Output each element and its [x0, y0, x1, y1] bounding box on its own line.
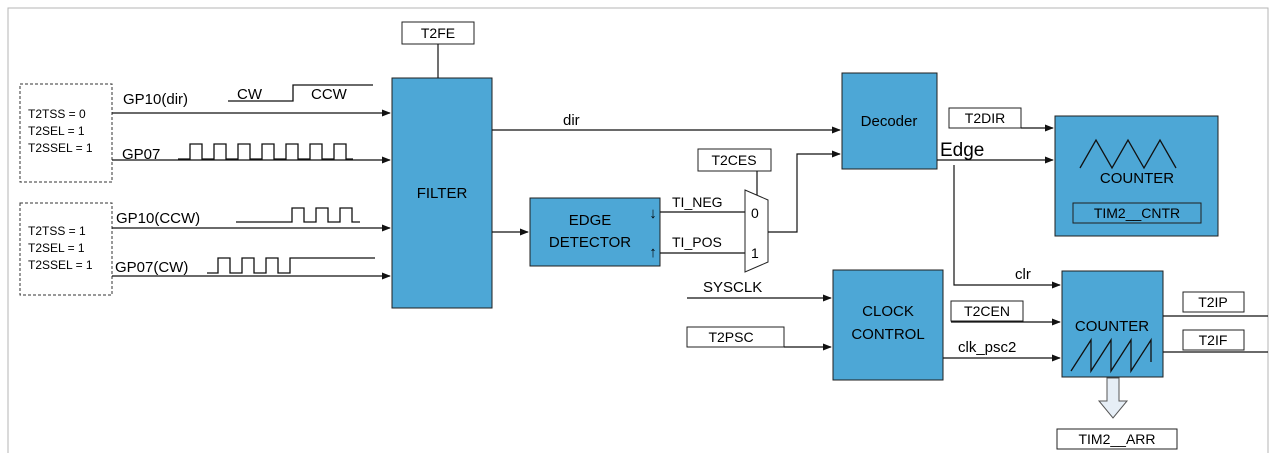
register-tim2-cntr-label: TIM2__CNTR — [1094, 205, 1180, 221]
label-ccw: CCW — [311, 86, 348, 103]
label-dir: dir — [563, 112, 580, 129]
register-t2cen-label: T2CEN — [964, 303, 1010, 319]
decoder-block — [841, 72, 938, 170]
config-bottom-line-2: T2SEL = 1 — [28, 241, 85, 255]
filter-block — [391, 77, 493, 309]
config-bottom-line-1: T2TSS = 1 — [28, 224, 86, 238]
filter-label: FILTER — [417, 185, 468, 202]
edge-detector-block — [529, 197, 661, 267]
counter-bottom-label: COUNTER — [1075, 318, 1149, 335]
label-gp07-cw: GP07(CW) — [115, 259, 188, 276]
edge-detector-label-2: DETECTOR — [549, 234, 631, 251]
label-clk-psc2: clk_psc2 — [958, 339, 1016, 356]
triangle-waveform-icon — [1079, 138, 1177, 170]
edge-detector-label-1: EDGE — [569, 212, 612, 229]
hollow-down-arrow-icon — [1097, 377, 1129, 419]
config-box-top: T2TSS = 0 T2SEL = 1 T2SSEL = 1 — [19, 83, 113, 183]
config-box-bottom: T2TSS = 1 T2SEL = 1 T2SSEL = 1 — [19, 202, 113, 296]
label-ti-neg: TI_NEG — [672, 194, 723, 210]
line-mux-decoder — [768, 150, 841, 233]
label-ti-pos: TI_POS — [672, 234, 722, 250]
label-clr: clr — [1015, 266, 1031, 283]
label-gp07: GP07 — [122, 146, 160, 163]
register-t2ces — [697, 148, 772, 172]
config-top-line-3: T2SSEL = 1 — [28, 141, 93, 155]
register-t2dir — [948, 107, 1022, 129]
register-t2ip-label: T2IP — [1198, 294, 1228, 310]
label-edge: Edge — [940, 140, 984, 161]
label-sysclk: SYSCLK — [703, 279, 762, 296]
config-bottom-line-3: T2SSEL = 1 — [28, 258, 93, 272]
diagram-frame — [7, 7, 1269, 453]
register-tim2-arr-label: TIM2__ARR — [1078, 431, 1155, 447]
label-gp10-ccw: GP10(CCW) — [116, 210, 200, 227]
mux-input-0: 0 — [751, 205, 759, 221]
mux — [744, 189, 769, 273]
clock-control-label-1: CLOCK — [862, 303, 914, 320]
register-t2dir-label: T2DIR — [965, 110, 1005, 126]
mux-input-1: 1 — [751, 245, 759, 261]
sawtooth-waveform-icon — [1070, 337, 1152, 374]
arrow-up-glyph: ↑ — [649, 244, 657, 261]
counter-top-label: COUNTER — [1100, 170, 1174, 187]
register-t2fe-label: T2FE — [421, 25, 455, 41]
config-top-line-2: T2SEL = 1 — [28, 124, 85, 138]
register-t2cen — [950, 300, 1024, 322]
line-clr — [953, 165, 1061, 289]
label-gp10-dir: GP10(dir) — [123, 91, 188, 108]
clock-control-block — [832, 269, 944, 381]
register-t2if — [1182, 329, 1245, 351]
decoder-label: Decoder — [861, 113, 918, 130]
register-t2psc-label: T2PSC — [708, 329, 753, 345]
waveform-gp07 — [178, 143, 353, 160]
register-t2ip — [1182, 291, 1245, 313]
register-t2psc — [686, 326, 785, 348]
register-t2ces-label: T2CES — [711, 152, 756, 168]
label-cw: CW — [237, 86, 263, 103]
waveform-dir — [228, 84, 373, 102]
register-tim2-cntr — [1072, 202, 1202, 224]
clock-control-label-2: CONTROL — [851, 326, 924, 343]
arrow-down-glyph: ↓ — [649, 205, 657, 222]
register-t2if-label: T2IF — [1199, 332, 1228, 348]
waveform-gp07-cw — [207, 257, 375, 274]
register-tim2-arr — [1056, 428, 1178, 450]
waveform-gp10-ccw — [236, 207, 360, 223]
config-top-line-1: T2TSS = 0 — [28, 107, 86, 121]
